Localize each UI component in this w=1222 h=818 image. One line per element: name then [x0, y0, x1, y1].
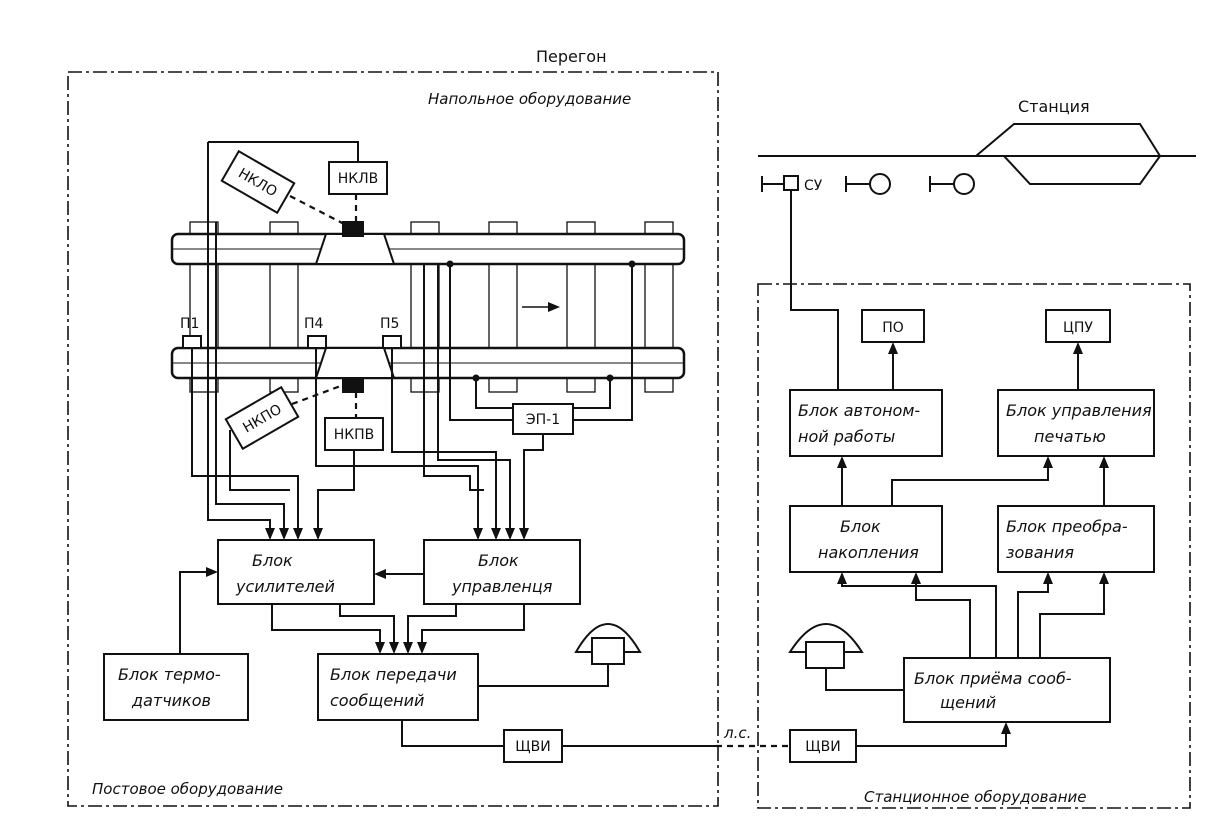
block-termodatchikov-line1: Блок термо- — [118, 665, 221, 684]
stancia-label: Станция — [1018, 97, 1090, 116]
block-priema-line2: щений — [940, 693, 996, 712]
shvi-left-label: ЩВИ — [515, 739, 550, 755]
signal-3-icon — [929, 173, 975, 195]
block-termodatchikov-line2: датчиков — [131, 691, 211, 710]
signal-su — [761, 175, 799, 192]
station-platform — [758, 123, 1196, 185]
telephone-right-icon — [788, 623, 864, 669]
block-avtonomnoi-line2: ной работы — [798, 427, 895, 446]
block-termodatchikov — [103, 653, 249, 721]
nkpv-label: НКПВ — [334, 427, 375, 443]
block-avtonomnoi — [789, 389, 943, 457]
sensor-bottom — [342, 377, 364, 393]
block-avtonomnoi-line1: Блок автоном- — [798, 401, 920, 420]
po-label: ПО — [882, 320, 904, 336]
p5-label: П5 — [380, 316, 399, 332]
nkpo-box: НКПО — [224, 385, 300, 451]
block-pechat — [997, 389, 1155, 457]
nklv-box — [328, 161, 388, 195]
block-peredachi — [317, 653, 479, 721]
cpu-label: ЦПУ — [1063, 320, 1093, 336]
napolnoe-label: Напольное оборудование — [428, 90, 631, 108]
block-preobrazovaniya — [997, 505, 1155, 573]
block-nakopleniya-line1: Блок — [840, 517, 881, 536]
track — [170, 221, 686, 393]
shvi-right-box — [789, 729, 857, 763]
p1-label: П1 — [180, 316, 199, 332]
shvi-right-label: ЩВИ — [805, 739, 840, 755]
block-peredachi-line2: сообщений — [330, 691, 424, 710]
nklv-label: НКЛВ — [338, 171, 379, 187]
ep1-label: ЭП-1 — [526, 412, 560, 428]
peregon-frame — [67, 71, 719, 807]
su-label: СУ — [804, 178, 823, 194]
block-priema — [903, 657, 1111, 723]
sensor-top — [342, 221, 364, 237]
block-nakopleniya-line2: накопления — [818, 543, 919, 562]
station-frame — [757, 283, 1191, 809]
block-upravlenca — [423, 539, 581, 605]
block-upravlenca-line2: управленця — [451, 577, 553, 596]
block-pechat-line2: печатью — [1034, 427, 1106, 446]
p4-label: П4 — [304, 316, 324, 332]
block-usiliteley-line1: Блок — [252, 551, 293, 570]
block-preobrazovaniya-line2: зования — [1006, 543, 1074, 562]
ls-label: л.с. — [723, 724, 751, 742]
signal-2-icon — [845, 173, 891, 195]
block-pechat-line1: Блок управления — [1006, 401, 1152, 420]
peregon-label: Перегон — [536, 47, 607, 66]
block-upravlenca-line1: Блок — [478, 551, 519, 570]
telephone-left-icon — [574, 623, 642, 665]
block-priema-line1: Блок приёма сооб- — [914, 669, 1072, 688]
block-usiliteley-line2: усилителей — [235, 577, 335, 596]
nkpv-box — [324, 417, 384, 451]
stancionnoe-label: Станционное оборудование — [864, 788, 1087, 806]
block-nakopleniya — [789, 505, 943, 573]
postovoe-label: Постовое оборудование — [92, 780, 283, 798]
nklo-box: НКЛО — [220, 149, 296, 215]
block-preobrazovaniya-line1: Блок преобра- — [1006, 517, 1128, 536]
block-peredachi-line1: Блок передачи — [330, 665, 457, 684]
